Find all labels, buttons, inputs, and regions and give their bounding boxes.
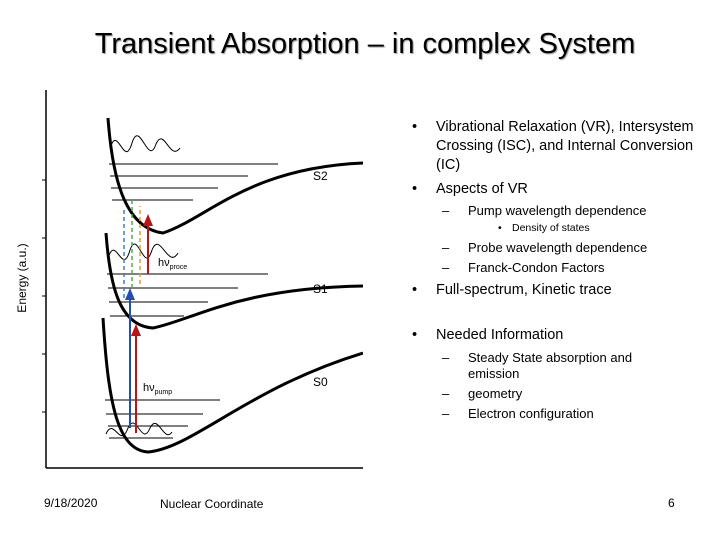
bullet-text: Vibrational Relaxation (VR), Intersystem… [436, 119, 694, 173]
s0-potential-curve [101, 317, 364, 454]
s2-vibrational-levels [109, 163, 278, 201]
pump-label: hνpump [143, 382, 172, 396]
x-axis-label: Nuclear Coordinate [160, 497, 264, 511]
energy-diagram-figure: Energy (a.u.) Nuclear Coordinate S0 S1 S… [8, 88, 364, 528]
sub-sub-bullet-density-of-states: • Density of states [498, 222, 590, 234]
slide-title: Transient Absorption – in complex System [94, 28, 636, 60]
state-label-s2: S2 [313, 169, 328, 183]
sub-bullet-electron-configuration: – Electron configuration [442, 406, 594, 421]
state-label-s0: S0 [313, 375, 328, 389]
s1-wavefunction [107, 243, 179, 261]
sub-bullet-text: Franck-Condon Factors [468, 260, 605, 275]
slide-number: 6 [668, 496, 675, 510]
s0-vibrational-levels [105, 399, 220, 439]
sub-bullet-text: Steady State absorption and emission [468, 350, 633, 381]
sub-bullet-text: Probe wavelength dependence [468, 240, 648, 255]
sub-bullet-geometry: – geometry [442, 386, 523, 401]
y-axis-ticks [42, 179, 46, 413]
sub-bullet-franck-condon: – Franck-Condon Factors [442, 260, 605, 275]
sub-sub-bullet-text: Density of states [512, 222, 590, 234]
state-label-s1: S1 [313, 282, 328, 296]
bullet-text: Aspects of VR [436, 181, 528, 197]
s1-potential-curve [104, 232, 364, 330]
bullet-aspects-of-vr: • Aspects of VR [412, 181, 528, 197]
s2-wavefunction [109, 135, 181, 153]
bullet-needed-information: • Needed Information [412, 327, 564, 343]
sub-bullet-pump-wavelength: – Pump wavelength dependence [442, 203, 647, 218]
s0-wavefunction [105, 422, 173, 437]
sub-bullet-probe-wavelength: – Probe wavelength dependence [442, 240, 648, 255]
bullet-vibrational-relaxation: • Vibrational Relaxation (VR), Intersyst… [412, 118, 712, 175]
sub-bullet-text: geometry [468, 386, 523, 401]
sub-bullet-text: Pump wavelength dependence [468, 203, 647, 218]
jablonski-diagram: Energy (a.u.) Nuclear Coordinate S0 S1 S… [15, 90, 364, 511]
bullet-text: Needed Information [436, 327, 564, 343]
bullet-full-spectrum: • Full-spectrum, Kinetic trace [412, 282, 612, 298]
y-axis-label: Energy (a.u.) [15, 243, 29, 312]
bullet-text: Full-spectrum, Kinetic trace [436, 282, 612, 298]
s2-potential-curve [106, 117, 364, 235]
sub-bullet-steady-state: – Steady State absorption and emission [442, 350, 652, 382]
probe-label: hνproce [158, 257, 187, 271]
sub-bullet-text: Electron configuration [468, 406, 594, 421]
s1-vibrational-levels [107, 273, 268, 317]
footer-date: 9/18/2020 [44, 496, 98, 510]
